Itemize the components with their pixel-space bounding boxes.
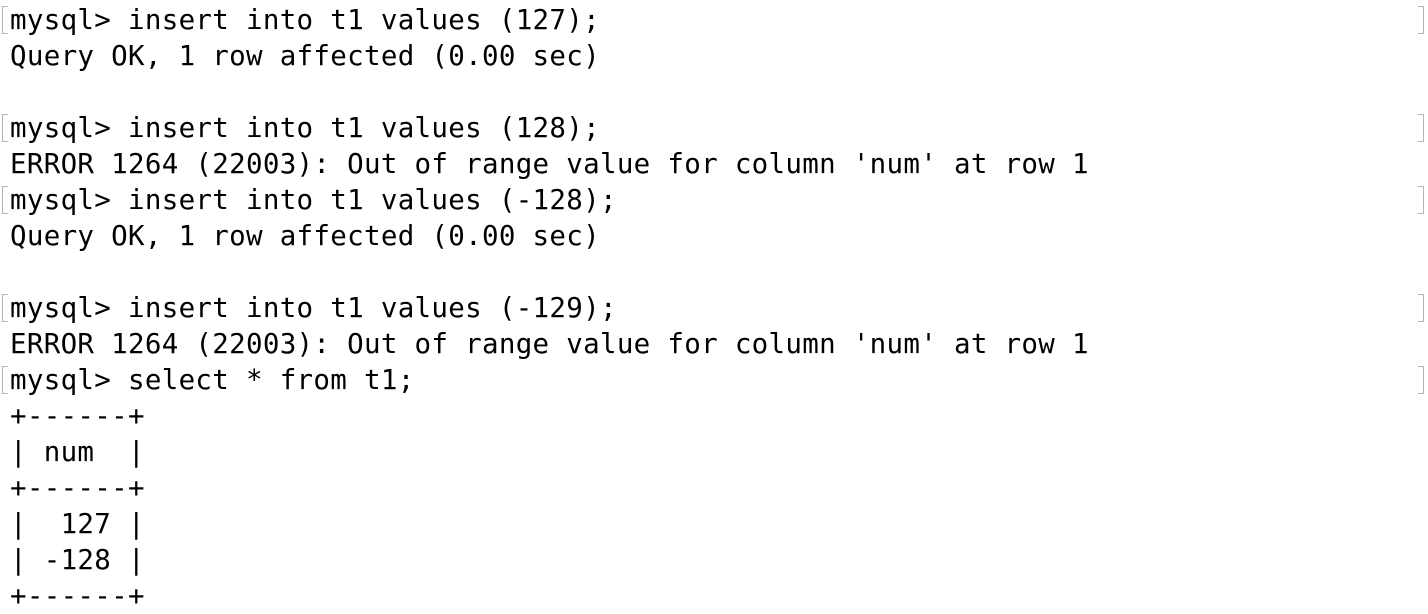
command-line: mysql> insert into t1 values (128); (10, 112, 600, 144)
prompt-marker-right (1418, 114, 1424, 142)
prompt-marker-left (2, 114, 8, 142)
prompt-marker-left (2, 366, 8, 394)
result-table-row: | -128 | (10, 544, 145, 576)
result-table-header: | num | (10, 436, 145, 468)
error-line: ERROR 1264 (22003): Out of range value f… (10, 148, 1089, 180)
prompt-marker-right (1418, 294, 1424, 322)
command-line: mysql> insert into t1 values (-129); (10, 292, 617, 324)
prompt-marker-right (1418, 6, 1424, 34)
error-line: ERROR 1264 (22003): Out of range value f… (10, 328, 1089, 360)
prompt-marker-right (1418, 366, 1424, 394)
command-line: mysql> select * from t1; (10, 364, 415, 396)
result-table-row: | 127 | (10, 508, 145, 540)
prompt-marker-left (2, 294, 8, 322)
prompt-marker-left (2, 186, 8, 214)
result-table-border: +------+ (10, 472, 145, 504)
command-line: mysql> insert into t1 values (127); (10, 4, 600, 36)
output-line: Query OK, 1 row affected (0.00 sec) (10, 40, 600, 72)
result-table-border: +------+ (10, 400, 145, 432)
output-line: Query OK, 1 row affected (0.00 sec) (10, 220, 600, 252)
prompt-marker-right (1418, 186, 1424, 214)
command-line: mysql> insert into t1 values (-128); (10, 184, 617, 216)
result-table-border: +------+ (10, 580, 145, 612)
prompt-marker-left (2, 6, 8, 34)
